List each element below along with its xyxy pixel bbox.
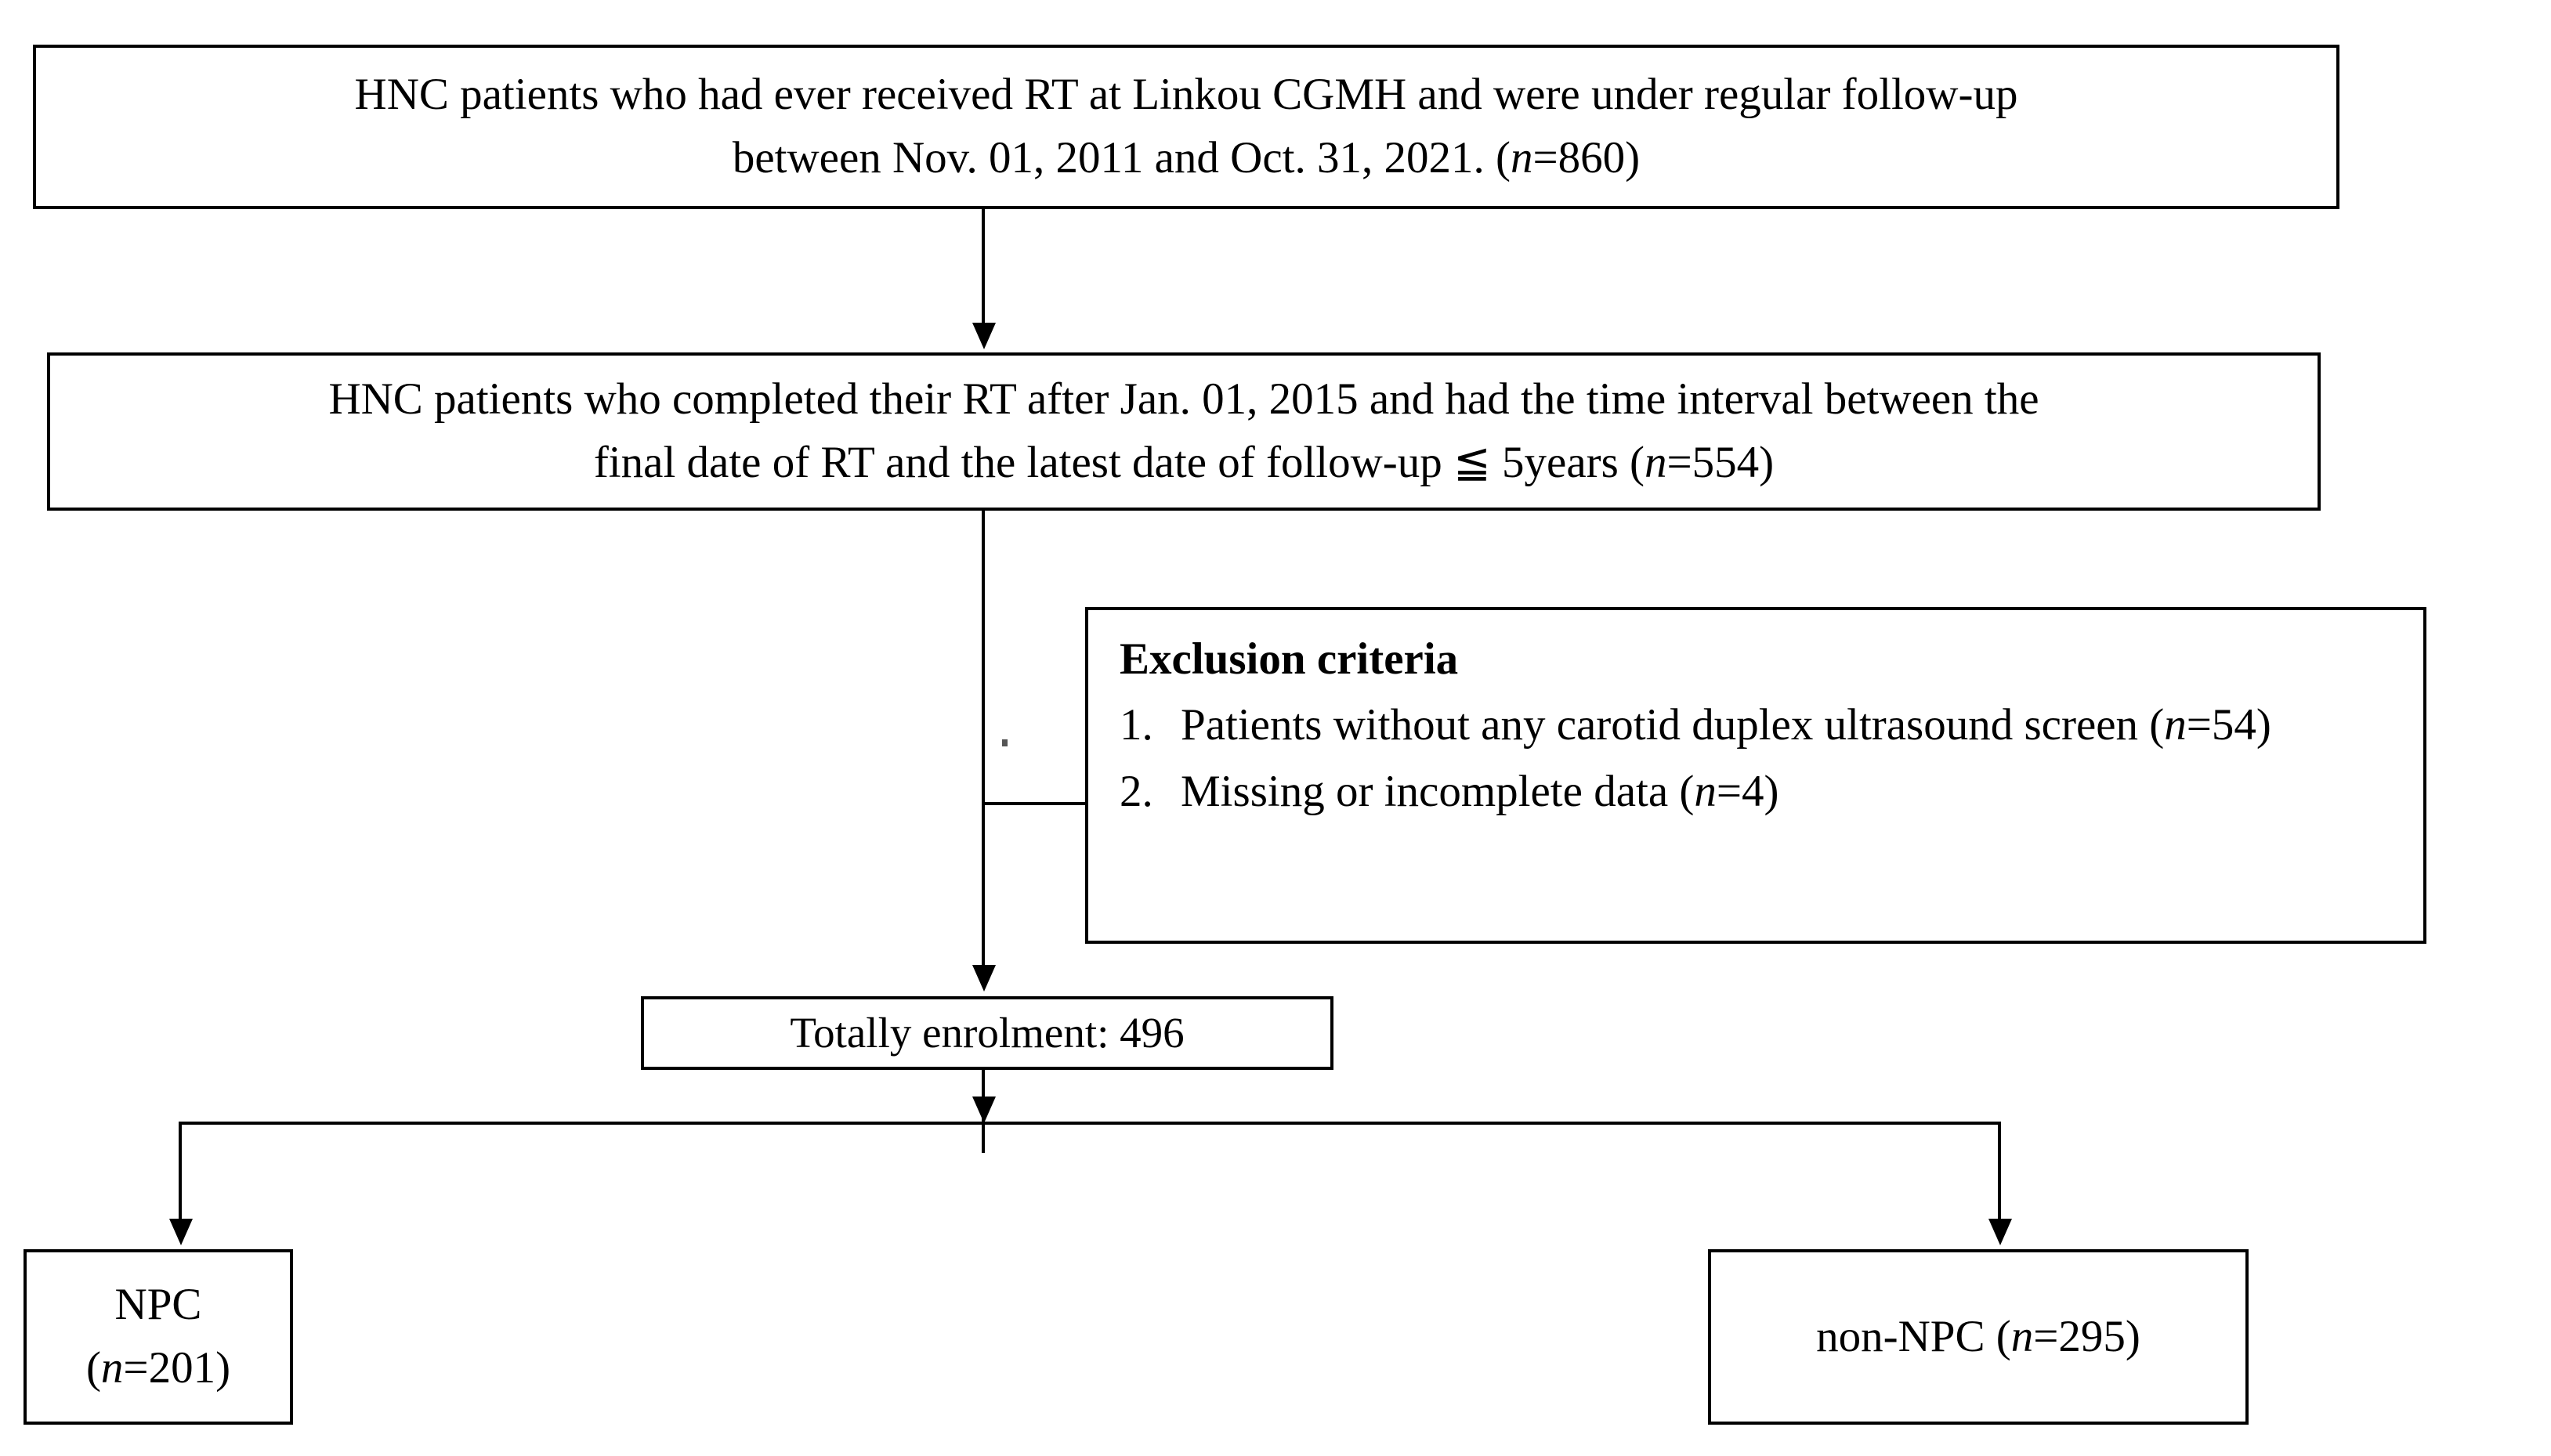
stray-mark-artifact [1002, 739, 1008, 746]
exclusion-list-item-1: 1. Patients without any carotid duplex u… [1088, 695, 2423, 762]
exclusion-item-2-number: 2. [1120, 767, 1153, 817]
connector-cohort-to-eligible [982, 209, 985, 327]
exclusion-item-1-text-post: =54) [2186, 699, 2271, 750]
node-eligible-line2-italic-n: n [1645, 438, 1667, 487]
connector-eligible-to-enrolment [982, 511, 985, 968]
node-npc-italic-n: n [100, 1343, 124, 1393]
node-cohort-line2-post: =860) [1532, 133, 1641, 182]
connector-trunk-to-exclusion [982, 802, 1088, 805]
node-cohort-line1: HNC patients who had ever received RT at… [354, 70, 2018, 120]
exclusion-item-2-body: Missing or incomplete data (n=4) [1181, 761, 2400, 822]
exclusion-item-2-text-post: =4) [1716, 767, 1779, 817]
connector-split-to-npc [179, 1122, 182, 1223]
exclusion-item-1-body: Patients without any carotid duplex ultr… [1181, 695, 2400, 756]
node-total-enrolment: Totally enrolment: 496 [641, 996, 1333, 1070]
node-npc-text: NPC (n=201) [27, 1274, 290, 1400]
node-cohort-line2-pre: between Nov. 01, 2011 and Oct. 31, 2021.… [732, 133, 1511, 182]
arrowhead-cohort-to-eligible-icon [972, 323, 996, 349]
exclusion-item-2-italic-n: n [1694, 767, 1717, 817]
node-cohort-line2-italic-n: n [1510, 133, 1533, 182]
arrowhead-eligible-to-enrolment-icon [972, 965, 996, 992]
exclusion-list: 1. Patients without any carotid duplex u… [1088, 695, 2423, 829]
node-exclusion-criteria: Exclusion criteria 1. Patients without a… [1085, 607, 2426, 944]
connector-split-to-non-npc [1998, 1122, 2001, 1223]
node-eligible-line2-post: =554) [1666, 438, 1775, 487]
split-bar [179, 1122, 2001, 1125]
node-eligible-line1: HNC patients who completed their RT afte… [328, 374, 2039, 425]
node-non-npc-group: non-NPC (n=295) [1708, 1249, 2249, 1425]
node-non-npc-text-pre: non-NPC ( [1816, 1311, 2011, 1361]
exclusion-item-1-number: 1. [1120, 699, 1153, 750]
node-npc-text-post: =201) [123, 1343, 231, 1393]
exclusion-item-1-text-pre: Patients without any carotid duplex ultr… [1181, 699, 2165, 750]
node-cohort-text: HNC patients who had ever received RT at… [335, 63, 2039, 190]
node-non-npc-italic-n: n [2010, 1311, 2034, 1361]
node-non-npc-text: non-NPC (n=295) [1796, 1306, 2161, 1369]
exclusion-heading: Exclusion criteria [1120, 634, 1459, 684]
exclusion-item-2-text-pre: Missing or incomplete data ( [1181, 767, 1695, 817]
node-eligible: HNC patients who completed their RT afte… [47, 352, 2321, 511]
arrowhead-split-to-npc-icon [169, 1219, 193, 1245]
node-non-npc-text-post: =295) [2033, 1311, 2140, 1361]
arrowhead-enrolment-to-split-icon [972, 1097, 996, 1123]
node-cohort: HNC patients who had ever received RT at… [33, 45, 2339, 209]
arrowhead-split-to-non-npc-icon [1988, 1219, 2012, 1245]
node-npc-text-pre: NPC ( [85, 1280, 202, 1393]
node-total-enrolment-label: Totally enrolment: 496 [790, 1008, 1185, 1057]
node-eligible-text: HNC patients who completed their RT afte… [308, 368, 2059, 495]
exclusion-list-item-2: 2. Missing or incomplete data (n=4) [1088, 761, 2423, 829]
exclusion-item-1-italic-n: n [2164, 699, 2187, 750]
node-eligible-line2-pre: final date of RT and the latest date of … [593, 438, 1645, 487]
node-npc-group: NPC (n=201) [24, 1249, 293, 1425]
